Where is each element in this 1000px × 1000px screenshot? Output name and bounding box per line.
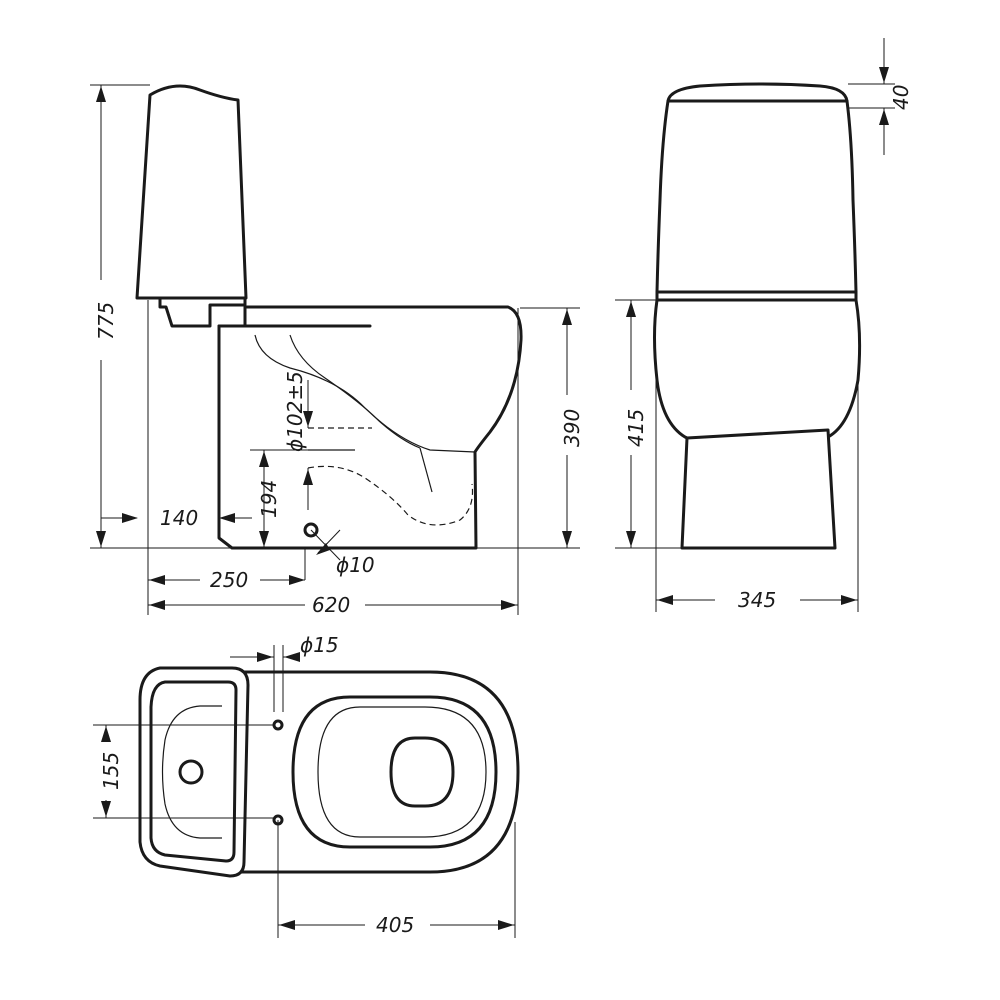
dim-bowl-length: 405 (376, 913, 414, 937)
side-trapway-drop (419, 447, 433, 493)
dim-fixing-hole: ϕ10 (336, 553, 375, 577)
top-cistern (138, 666, 250, 878)
top-cistern-basin (161, 705, 222, 839)
dim-tank-hole: ϕ15 (300, 633, 339, 657)
side-view (135, 84, 523, 550)
dim-outlet-height: 194 (257, 480, 281, 518)
front-pedestal (680, 428, 837, 550)
dim-hole-spacing: 155 (99, 752, 123, 790)
top-seat (291, 695, 498, 849)
dim-outlet-distance: 250 (210, 568, 248, 592)
front-lid (666, 82, 849, 103)
dim-bowl-height-side: 390 (560, 409, 584, 447)
top-bowl (238, 670, 520, 874)
dim-lid-height: 40 (889, 85, 913, 110)
dim-front-width: 345 (738, 588, 776, 612)
side-outlet-dashed (307, 427, 474, 526)
dim-bowl-height-front: 415 (624, 409, 648, 447)
dim-base-offset: 140 (160, 506, 198, 530)
top-seat-inner (317, 706, 487, 838)
side-fixing-hole (303, 522, 319, 538)
dim-total-height: 775 (94, 302, 118, 340)
top-drain (389, 736, 455, 808)
side-cistern (135, 84, 248, 300)
side-dimensions: 775 140 194 ϕ102±5 ϕ10 250 (90, 84, 584, 617)
top-view (138, 666, 520, 878)
front-view (653, 82, 862, 550)
front-cistern (655, 99, 858, 294)
front-bowl (653, 298, 862, 451)
dim-outlet-diameter: ϕ102±5 (283, 371, 307, 452)
top-cistern-inner (149, 680, 238, 863)
dim-total-length: 620 (312, 593, 350, 617)
top-flush-hole (178, 759, 204, 785)
side-trapway-inner (289, 334, 421, 449)
side-cistern-connector (158, 296, 247, 328)
top-dimensions: ϕ15 155 405 (93, 633, 516, 938)
front-dimensions: 40 415 345 (615, 38, 913, 612)
